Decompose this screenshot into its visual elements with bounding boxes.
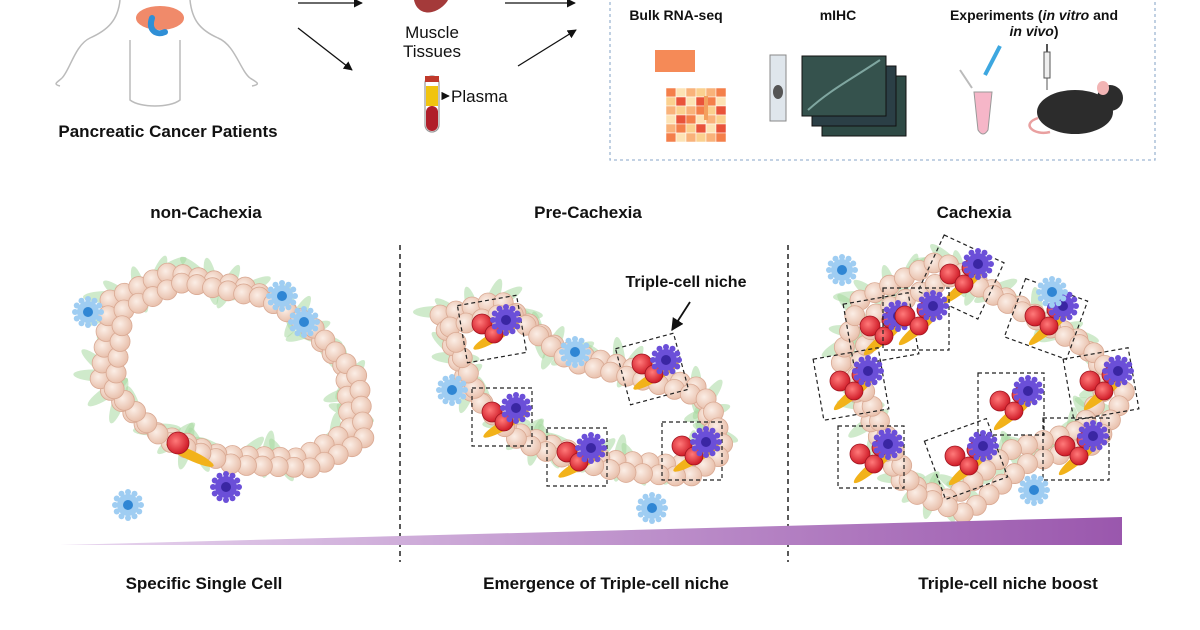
caption-emergence: Emergence of Triple-cell niche	[483, 574, 729, 593]
patient-figure	[55, 0, 259, 107]
stage-title-pre-cachexia: Pre-Cachexia	[534, 203, 642, 222]
plasma-tube-icon	[424, 75, 440, 133]
syringe-icon	[1043, 44, 1051, 90]
immune-cell-layer	[72, 254, 1068, 524]
caption-specific-single-cell: Specific Single Cell	[126, 574, 283, 593]
triple-cell-niche-annotation: Triple-cell niche	[626, 274, 747, 291]
muscle-label-line1: Muscle	[405, 23, 459, 42]
method-bulk-rnaseq-label: Bulk RNA-seq	[629, 7, 722, 23]
experiment-tube-icon	[959, 45, 1002, 135]
plasma-label: Plasma	[451, 87, 508, 106]
pancreas-icon	[136, 6, 184, 30]
stage-title-non-cachexia: non-Cachexia	[150, 203, 262, 222]
mouse-icon	[1028, 81, 1123, 135]
caption-niche-boost: Triple-cell niche boost	[918, 574, 1098, 593]
muscle-icon	[414, 0, 448, 13]
mihc-slide-icon	[769, 54, 907, 137]
progression-gradient	[60, 517, 1122, 545]
experiments-label-line1: Experiments (in vitro and	[950, 7, 1118, 23]
method-mihc-label: mIHC	[820, 7, 857, 23]
patients-label: Pancreatic Cancer Patients	[58, 122, 277, 141]
heatmap-icon	[655, 50, 727, 143]
muscle-label-line2: Tissues	[403, 42, 461, 61]
triple-cell-niche-layer	[166, 234, 1140, 503]
stage-title-cachexia: Cachexia	[937, 203, 1012, 222]
experiments-label-line2: in vivo)	[1009, 23, 1058, 39]
